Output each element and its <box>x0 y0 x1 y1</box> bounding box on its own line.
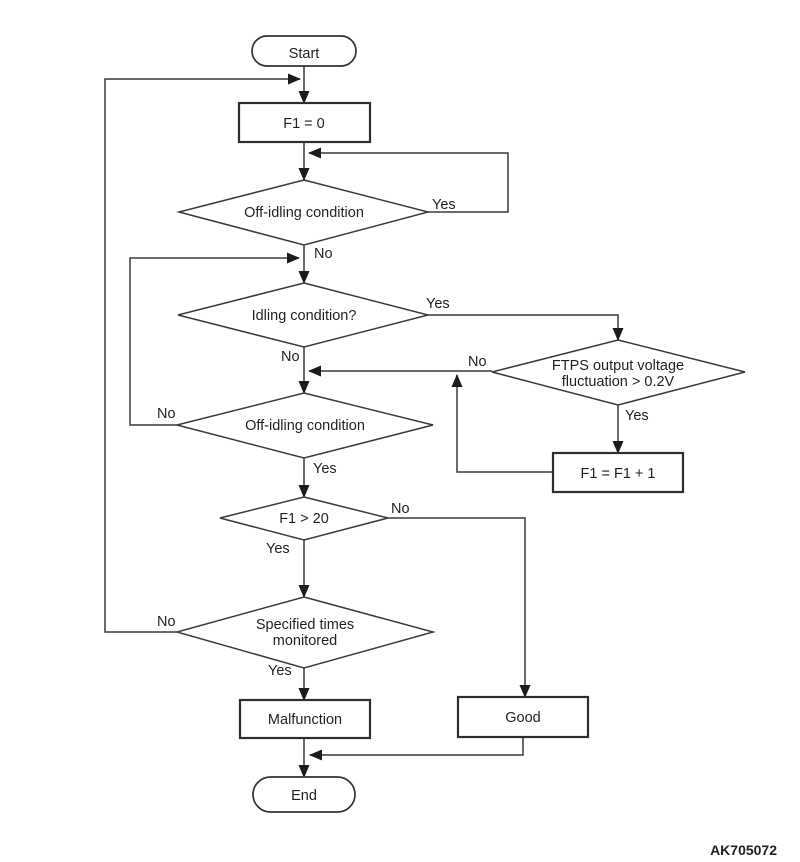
specified-times-diamond <box>174 596 436 669</box>
malfunction-label: Malfunction <box>268 712 342 728</box>
edge-label-ftps-no: No <box>468 354 487 370</box>
edge-label-off-idling-2-yes: Yes <box>313 461 337 477</box>
edge-specified-no-loop <box>104 73 301 633</box>
start-node <box>251 35 357 67</box>
specified-times-label-line1: Specified times <box>256 617 354 633</box>
good-label: Good <box>505 710 540 726</box>
edge-idling-yes-to-ftps <box>428 314 624 341</box>
end-node <box>252 776 356 813</box>
off-idling-2-diamond <box>176 392 434 459</box>
off-idling-1-label: Off-idling condition <box>244 205 364 221</box>
edge-offidling1-yes-loop <box>308 147 509 213</box>
figure-code: AK705072 <box>710 842 777 858</box>
ftps-label-line1: FTPS output voltage <box>552 358 684 374</box>
f1-init-box <box>237 101 372 144</box>
ftps-label-line2: fluctuation > 0.2V <box>562 374 675 390</box>
edge-offidling2-no-loop <box>129 252 300 426</box>
edge-f1gt20-no-to-good <box>388 517 531 698</box>
start-label: Start <box>289 46 320 62</box>
f1-increment-box <box>551 451 685 494</box>
edge-increment-loop-up <box>451 374 553 473</box>
edge-good-to-end-join <box>309 737 524 761</box>
edge-label-specified-no: No <box>157 614 176 630</box>
f1-gt-20-diamond <box>219 496 389 541</box>
edge-label-ftps-yes: Yes <box>625 408 649 424</box>
edge-label-f1-gt-20-yes: Yes <box>266 541 290 557</box>
edge-label-idling-no: No <box>281 349 300 365</box>
edge-label-f1-gt-20-no: No <box>391 501 410 517</box>
good-box <box>456 695 590 739</box>
f1-init-label: F1 = 0 <box>283 116 325 132</box>
edge-label-off-idling-1-no: No <box>314 246 333 262</box>
off-idling-1-diamond <box>176 179 431 246</box>
edge-label-idling-yes: Yes <box>426 296 450 312</box>
f1-increment-label: F1 = F1 + 1 <box>581 466 656 482</box>
idling-label: Idling condition? <box>252 308 357 324</box>
off-idling-2-label: Off-idling condition <box>245 418 365 434</box>
edge-label-off-idling-1-yes: Yes <box>432 197 456 213</box>
specified-times-label-line2: monitored <box>273 633 337 649</box>
edge-label-specified-yes: Yes <box>268 663 292 679</box>
end-label: End <box>291 788 317 804</box>
edge-label-off-idling-2-no: No <box>157 406 176 422</box>
f1-gt-20-label: F1 > 20 <box>279 511 329 527</box>
ftps-diamond <box>491 339 746 406</box>
idling-diamond <box>177 282 429 348</box>
malfunction-box <box>238 698 372 740</box>
